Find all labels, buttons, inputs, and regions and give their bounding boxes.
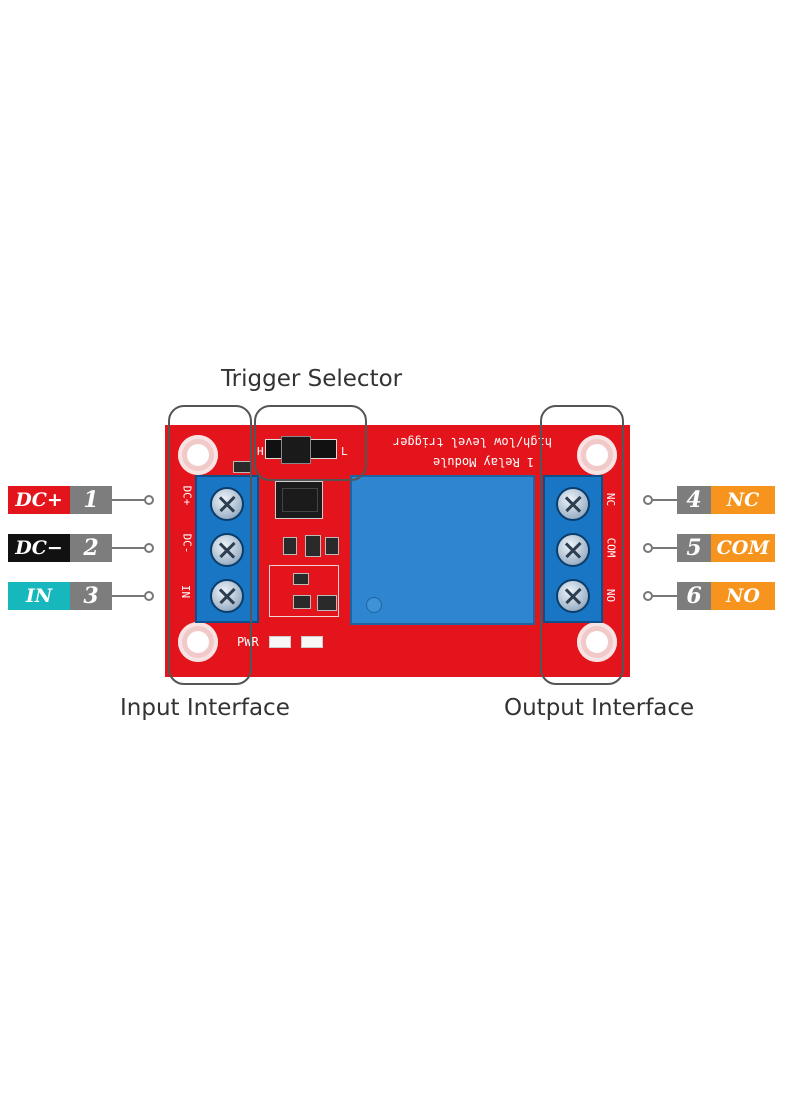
output-interface-caption: Output Interface xyxy=(504,695,695,721)
smd-resistor xyxy=(325,537,339,555)
input-screw-3[interactable] xyxy=(210,579,244,613)
pin-label: NO xyxy=(711,582,775,610)
output-screw-2[interactable] xyxy=(556,533,590,567)
board-subtitle: high/low level trigger xyxy=(393,435,552,449)
jumper-header[interactable] xyxy=(265,436,337,464)
power-led xyxy=(269,636,291,648)
input-connector-dot-1 xyxy=(144,495,154,505)
pin-tag-dc-minus: DC− 2 xyxy=(8,534,112,562)
input-leader-2 xyxy=(112,547,146,549)
input-leader-1 xyxy=(112,499,146,501)
input-connector-dot-2 xyxy=(144,543,154,553)
component-outline xyxy=(269,565,339,617)
transistor xyxy=(317,595,337,611)
trigger-selector-caption: Trigger Selector xyxy=(221,366,403,392)
input-screw-1[interactable] xyxy=(210,487,244,521)
pin-number: 4 xyxy=(677,486,711,514)
input-interface-caption: Input Interface xyxy=(120,695,290,721)
output-leader-2 xyxy=(651,547,677,549)
smd-capacitor xyxy=(293,573,309,585)
mounting-hole-bottom-right xyxy=(577,622,617,662)
smd-diode xyxy=(293,595,311,609)
pin-tag-no: 6 NO xyxy=(677,582,775,610)
pin-label: NC xyxy=(711,486,775,514)
mounting-hole-top-right xyxy=(577,435,617,475)
output-leader-3 xyxy=(651,595,677,597)
output-interface-outline xyxy=(540,405,624,685)
output-screw-1[interactable] xyxy=(556,487,590,521)
mounting-hole-top-left xyxy=(178,435,218,475)
mounting-hole-bottom-left xyxy=(178,622,218,662)
output-terminal-block xyxy=(543,475,603,623)
pin-number: 3 xyxy=(70,582,112,610)
pwr-label: PWR xyxy=(237,635,259,649)
pin-tag-com: 5 COM xyxy=(677,534,775,562)
pin-number: 2 xyxy=(70,534,112,562)
input-screw-2[interactable] xyxy=(210,533,244,567)
pin-label: DC− xyxy=(8,534,70,562)
pin-label: DC+ xyxy=(8,486,70,514)
jumper-h-mark: H xyxy=(257,445,264,458)
pin-label: IN xyxy=(8,582,70,610)
pin-tag-nc: 4 NC xyxy=(677,486,775,514)
pin-number: 5 xyxy=(677,534,711,562)
pin-tag-dc-plus: DC+ 1 xyxy=(8,486,112,514)
input-terminal-block xyxy=(195,475,259,623)
pin-number: 1 xyxy=(70,486,112,514)
input-interface-outline xyxy=(168,405,252,685)
pin-tag-in: IN 3 xyxy=(8,582,112,610)
pin-number: 6 xyxy=(677,582,711,610)
jumper-cap[interactable] xyxy=(281,436,311,464)
relay-module-board: high/low level trigger 1 Relay Module H … xyxy=(165,425,630,677)
optocoupler-chip xyxy=(275,481,323,519)
pin-label: COM xyxy=(711,534,775,562)
jumper-l-mark: L xyxy=(341,445,348,458)
board-title: 1 Relay Module xyxy=(433,455,535,469)
smd-resistor xyxy=(305,535,321,557)
input-connector-dot-3 xyxy=(144,591,154,601)
input-leader-3 xyxy=(112,595,146,597)
smd-resistor xyxy=(283,537,297,555)
status-led xyxy=(301,636,323,648)
trigger-selector-outline xyxy=(254,405,367,481)
output-leader-1 xyxy=(651,499,677,501)
relay-component xyxy=(350,475,535,625)
output-screw-3[interactable] xyxy=(556,579,590,613)
